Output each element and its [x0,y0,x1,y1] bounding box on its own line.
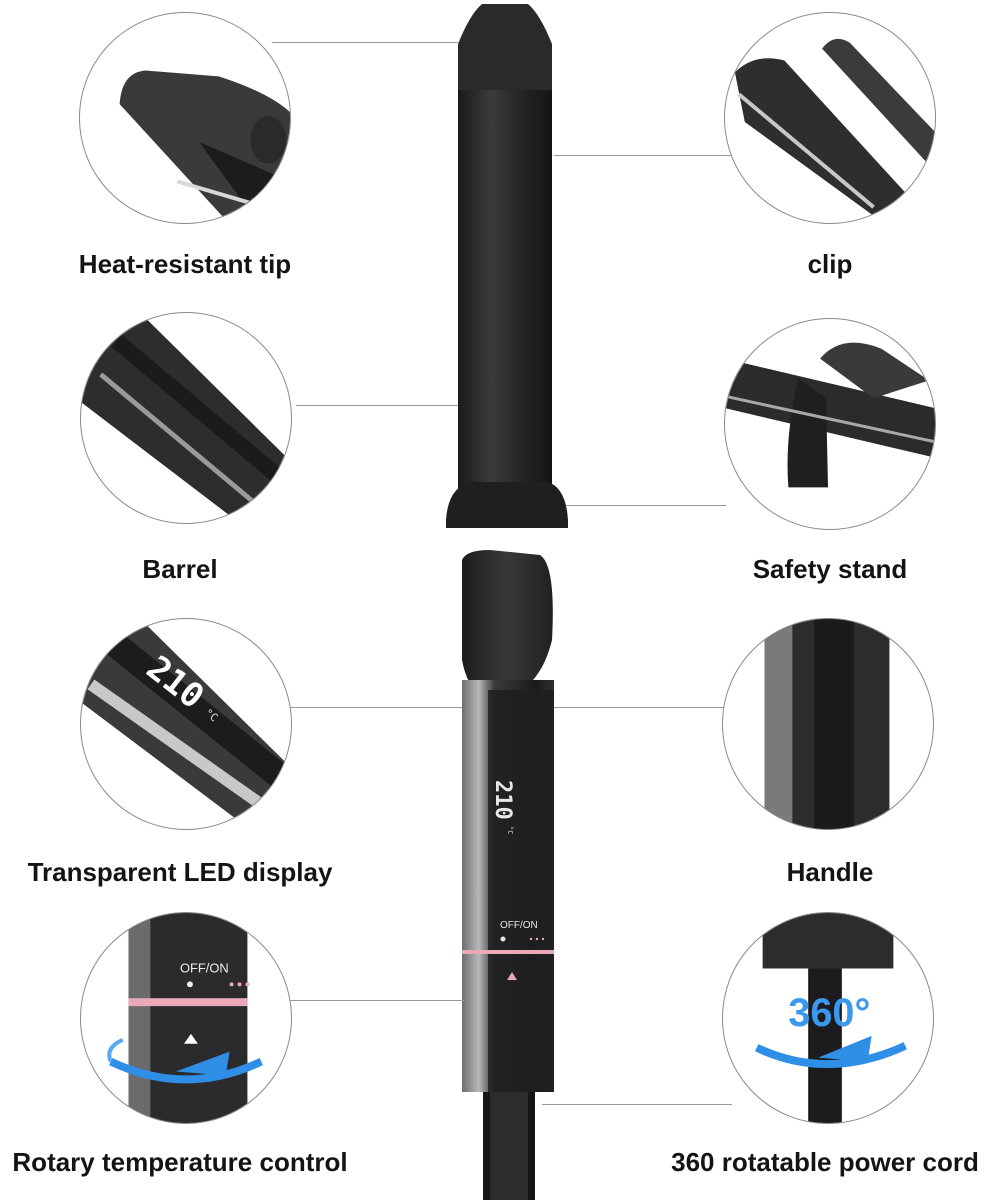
power-cord-rotation-badge: 360° [788,991,870,1035]
label-360-rotatable-power-cord: 360 rotatable power cord [671,1147,979,1177]
handle-display-temperature: 210 [490,780,515,820]
connector-safety-stand [566,505,726,506]
handle-shape: 210 °C OFF/ON [462,680,554,1092]
detail-circle-safety-stand [724,318,936,530]
label-transparent-led-display: Transparent LED display [27,857,333,887]
connector-led [290,707,462,708]
connector-barrel [296,405,458,406]
detail-circle-clip [724,12,936,224]
power-cord-shape [483,1092,535,1200]
detail-circle-heat-resistant-tip [79,12,291,224]
connector-tip [272,42,458,43]
rotary-detail-power-label: OFF/ON [180,960,229,975]
detail-circle-rotary-control: OFF/ON [80,912,292,1124]
handle-power-label: OFF/ON [500,920,538,931]
label-rotary-temperature-control: Rotary temperature control [12,1147,348,1177]
detail-circle-barrel [80,312,292,524]
connector-handle [554,707,724,708]
barrel-shape [458,4,552,490]
led-detail-unit: °C [202,706,220,724]
handle-display-unit: °C [506,826,514,834]
label-heat-resistant-tip: Heat-resistant tip [78,249,292,279]
connector-rotary [288,1000,464,1001]
connector-cord [542,1104,732,1105]
connector-clip [554,155,732,156]
clip-shape [446,482,568,701]
detail-circle-led-display: 210 °C [80,618,292,830]
label-handle: Handle [786,857,874,887]
label-clip: clip [807,249,853,279]
detail-circle-power-cord: 360° [722,912,934,1124]
label-safety-stand: Safety stand [752,554,908,584]
label-barrel: Barrel [142,554,218,584]
detail-circle-handle [722,618,934,830]
